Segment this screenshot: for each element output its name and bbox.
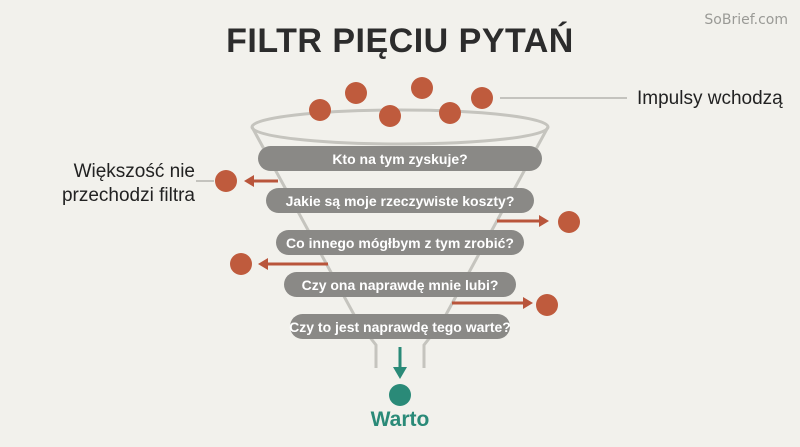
arrowhead-right-icon: [539, 215, 549, 227]
filter-question-4: Czy ona naprawdę mnie lubi?: [284, 272, 516, 297]
impulse-dot: [471, 87, 493, 109]
impulse-dot: [309, 99, 331, 121]
arrowhead-down-icon: [393, 367, 407, 379]
arrowhead-left-icon: [258, 258, 268, 270]
impulse-dot: [439, 102, 461, 124]
rejected-impulse-dot: [558, 211, 580, 233]
impulse-dot: [411, 77, 433, 99]
filter-question-5: Czy to jest naprawdę tego warte?: [289, 314, 511, 339]
filter-question-2: Jakie są moje rzeczywiste koszty?: [266, 188, 534, 213]
rejected-impulse-dot: [230, 253, 252, 275]
rejected-label: Większość nie przechodzi filtra: [61, 161, 195, 206]
result-label: Warto: [370, 408, 430, 431]
filter-question-3: Co innego mógłbym z tym zrobić?: [276, 230, 524, 255]
rejected-impulse-dot: [215, 170, 237, 192]
rejected-impulse-dot: [536, 294, 558, 316]
arrowhead-right-icon: [523, 297, 533, 309]
passed-impulse-dot: [389, 384, 411, 406]
impulse-dot: [345, 82, 367, 104]
brand-watermark: SoBrief.com: [704, 12, 788, 28]
impulse-dot: [379, 105, 401, 127]
incoming-label: Impulsy wchodzą: [637, 88, 783, 109]
arrowhead-left-icon: [244, 175, 254, 187]
filter-question-1: Kto na tym zyskuje?: [258, 146, 542, 171]
diagram-title: FILTR PIĘCIU PYTAŃ: [226, 22, 574, 60]
